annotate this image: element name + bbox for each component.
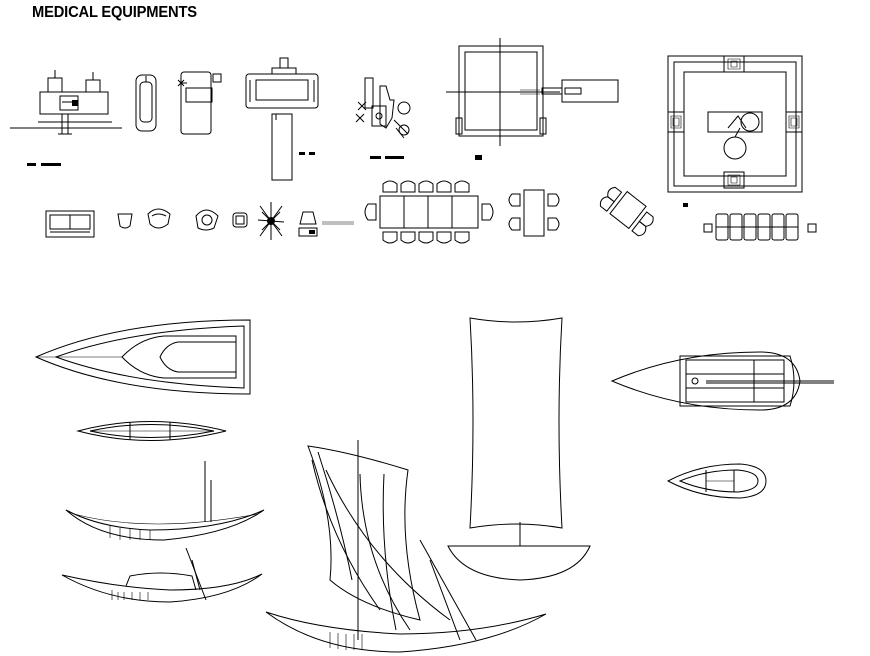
operation-table-block: [446, 38, 618, 160]
examination-couch-block: [246, 58, 318, 180]
anesthesia-machine-block: [356, 78, 410, 159]
sofa-block: [46, 211, 94, 237]
tall-sail-boat: [448, 318, 590, 580]
stretcher-block: [136, 75, 156, 131]
dining-table-block: [509, 190, 559, 236]
conference-table-block: [365, 181, 493, 243]
fishing-boat-side-2: [62, 548, 262, 602]
chair-blocks: [118, 209, 247, 230]
rotated-table-block: [598, 182, 658, 237]
desk-lamp-block: [299, 212, 354, 236]
sailing-ship-side: [266, 440, 546, 652]
speedboat-top-view: [36, 320, 250, 394]
rowboat-top-view: [612, 352, 834, 410]
dental-chair-block: [10, 70, 122, 166]
plant-block: [258, 202, 284, 240]
drawing-title: MEDICAL EQUIPMENTS: [32, 4, 197, 21]
dinghy-top-view: [668, 464, 766, 498]
operating-room-plan: [668, 56, 802, 207]
canoe-top-view: [78, 422, 226, 441]
waiting-bench-block: [704, 214, 816, 240]
monitor-cart-block: [178, 72, 221, 134]
fishing-boat-side-1: [66, 461, 264, 540]
